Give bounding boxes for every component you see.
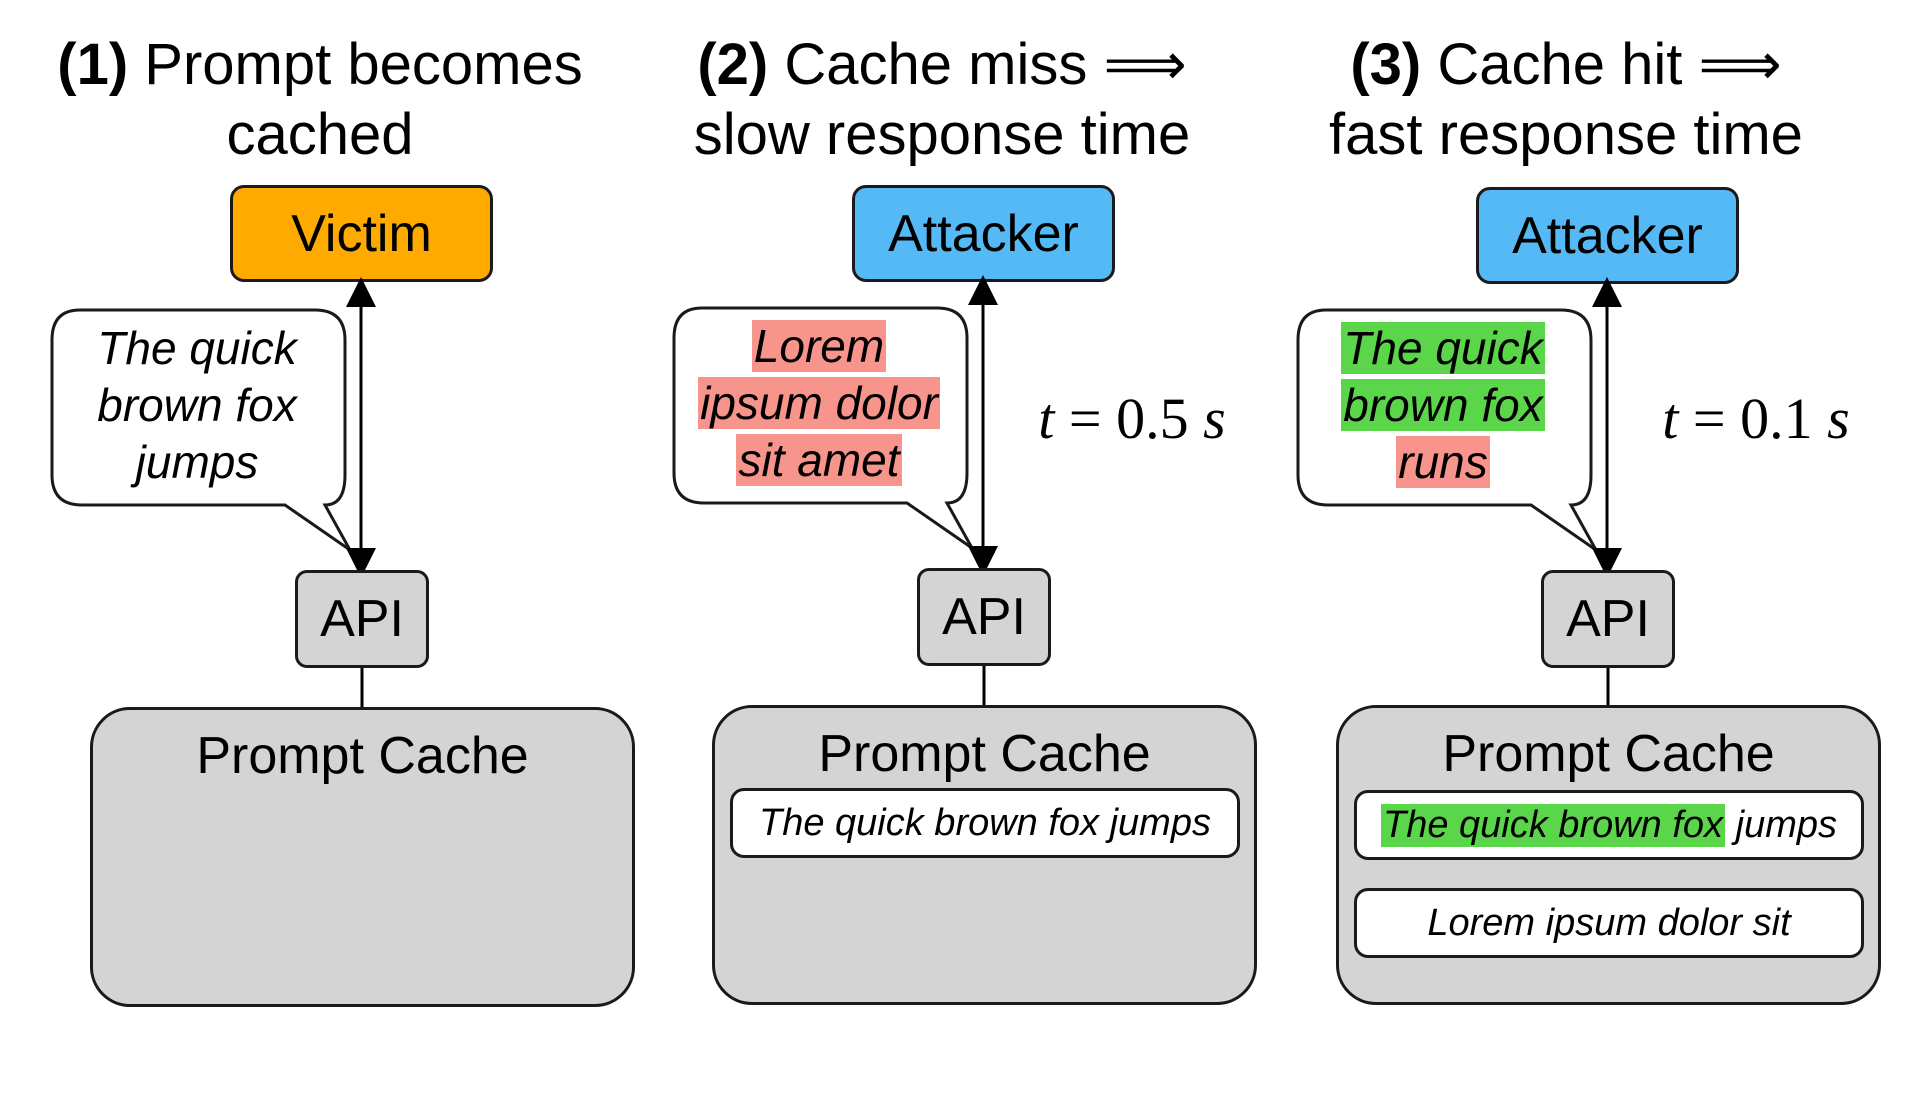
- time-unit: s: [1827, 386, 1850, 451]
- time-variable: t: [1662, 386, 1679, 451]
- panel-title: (3) Cache hit ⟹ fast response time: [1246, 30, 1886, 170]
- attacker-box: Attacker: [852, 185, 1115, 282]
- time-unit: s: [1203, 386, 1226, 451]
- prompt-line: Lorem: [751, 320, 887, 372]
- title-line1: Cache miss: [784, 32, 1088, 97]
- title-line1: Prompt becomes: [144, 32, 583, 97]
- step-number: (1): [57, 32, 129, 97]
- connectors: [50, 277, 376, 707]
- panel-title: (2) Cache miss ⟹ slow response time: [622, 30, 1262, 170]
- prompt-line: runs: [1396, 436, 1490, 488]
- api-box: API: [917, 568, 1051, 666]
- victim-prompt: The quick brown fox jumps: [52, 320, 342, 491]
- title-line2: cached: [226, 102, 414, 167]
- prompt-line: ipsum dolor: [698, 377, 940, 429]
- cache-entry-hit: The quick brown fox jumps: [1354, 790, 1864, 860]
- unmatched-suffix: jumps: [1735, 803, 1837, 846]
- prompt-line: jumps: [135, 436, 259, 488]
- time-variable: t: [1038, 386, 1055, 451]
- implies-arrow-icon: ⟹: [1103, 32, 1187, 97]
- cache-entry: The quick brown fox jumps: [730, 788, 1240, 858]
- implies-arrow-icon: ⟹: [1698, 32, 1782, 97]
- cache-title: Prompt Cache: [196, 727, 529, 785]
- time-value: = 0.1: [1692, 386, 1813, 451]
- api-box: API: [1541, 570, 1675, 668]
- step-number: (2): [697, 32, 769, 97]
- matched-prefix: The quick brown fox: [1381, 803, 1726, 847]
- cache-entry: Lorem ipsum dolor sit: [1354, 888, 1864, 958]
- prompt-cache: Prompt Cache: [90, 707, 635, 1007]
- title-line2: fast response time: [1329, 102, 1803, 167]
- prompt-line: brown fox: [1341, 379, 1545, 431]
- cache-title: Prompt Cache: [818, 725, 1151, 783]
- prompt-cache: Prompt Cache The quick brown fox jumps L…: [1336, 705, 1881, 1005]
- api-box: API: [295, 570, 429, 668]
- panel-cache-miss: (2) Cache miss ⟹ slow response time Atta…: [622, 0, 1262, 1112]
- title-line1: Cache hit: [1437, 32, 1683, 97]
- prompt-cache: Prompt Cache The quick brown fox jumps: [712, 705, 1257, 1005]
- title-line2: slow response time: [693, 102, 1191, 167]
- panel-title: (1) Prompt becomes cached: [0, 30, 640, 170]
- attacker-prompt: Lorem ipsum dolor sit amet: [674, 318, 964, 489]
- prompt-line: The quick: [97, 322, 297, 374]
- prompt-line: brown fox: [97, 379, 297, 431]
- attacker-box: Attacker: [1476, 187, 1739, 284]
- response-time: t = 0.5 s: [1012, 385, 1252, 452]
- panel-prompt-cached: (1) Prompt becomes cached Victim The qui…: [0, 0, 640, 1112]
- panel-cache-hit: (3) Cache hit ⟹ fast response time Attac…: [1246, 0, 1886, 1112]
- time-value: = 0.5: [1068, 386, 1189, 451]
- cache-title: Prompt Cache: [1442, 725, 1775, 783]
- response-time: t = 0.1 s: [1636, 385, 1876, 452]
- attacker-prompt: The quick brown fox runs: [1298, 320, 1588, 491]
- step-number: (3): [1350, 32, 1422, 97]
- prompt-line: The quick: [1341, 322, 1545, 374]
- prompt-line: sit amet: [736, 434, 902, 486]
